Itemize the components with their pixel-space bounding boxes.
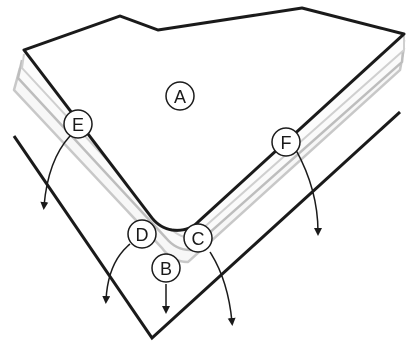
callout-b-label: B <box>160 259 172 279</box>
arrow-e <box>40 135 71 210</box>
wall-line <box>12 110 402 341</box>
callout-c: C <box>183 223 213 253</box>
callout-d: D <box>127 219 157 249</box>
callout-a: A <box>165 81 195 111</box>
callout-e: E <box>63 109 93 139</box>
arrow-d <box>102 243 131 304</box>
callout-f-label: F <box>281 133 292 153</box>
callout-e-label: E <box>72 115 84 135</box>
callout-f: F <box>271 127 301 157</box>
arrow-f <box>295 149 322 236</box>
callout-d-label: D <box>136 225 149 245</box>
roof-top-surface <box>22 6 406 232</box>
flow-arrows <box>40 135 322 326</box>
callout-c-label: C <box>192 229 205 249</box>
callout-a-label: A <box>174 87 186 107</box>
callout-b: B <box>151 253 181 283</box>
arrow-c <box>209 251 236 326</box>
